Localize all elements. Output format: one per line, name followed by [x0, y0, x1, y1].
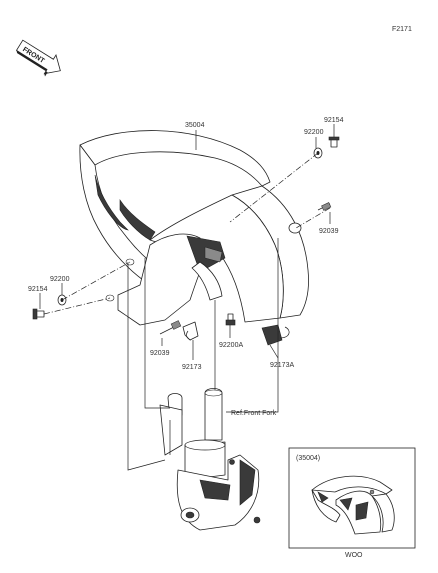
- callout-92200a: 92200A: [219, 342, 243, 349]
- washer-92200a-icon: [225, 313, 236, 326]
- clip-left-icon: [159, 320, 182, 335]
- bolt-right-icon: [328, 136, 340, 148]
- callout-92039-left: 92039: [150, 350, 170, 357]
- front-fork: [159, 388, 261, 531]
- diagram-code: F2171: [392, 26, 412, 33]
- callout-92173a: 92173A: [270, 362, 294, 369]
- front-fender: [79, 130, 309, 326]
- callout-92173: 92173: [182, 364, 202, 371]
- leader-lines: [39, 124, 335, 471]
- inset-caption: WOO: [345, 552, 363, 559]
- callout-92200-left: 92200: [50, 276, 70, 283]
- callout-92200-right: 92200: [304, 129, 324, 136]
- callout-ref-front-fork: Ref.Front Fork: [231, 410, 277, 417]
- clamp-icon: [182, 321, 199, 341]
- bolt-left-icon: [32, 308, 45, 320]
- callout-35004: 35004: [185, 122, 205, 129]
- callout-92039-right: 92039: [319, 228, 339, 235]
- clamp-92173a-icon: [261, 324, 290, 346]
- inset-panel: (35004) WOO: [288, 447, 416, 559]
- callout-92154-left: 92154: [28, 286, 48, 293]
- inset-fender-variant: [311, 475, 395, 535]
- clip-right-icon: [317, 202, 332, 211]
- callout-92154-right: 92154: [324, 117, 344, 124]
- inset-title: (35004): [296, 455, 320, 462]
- front-direction-icon: FRONT: [15, 39, 61, 77]
